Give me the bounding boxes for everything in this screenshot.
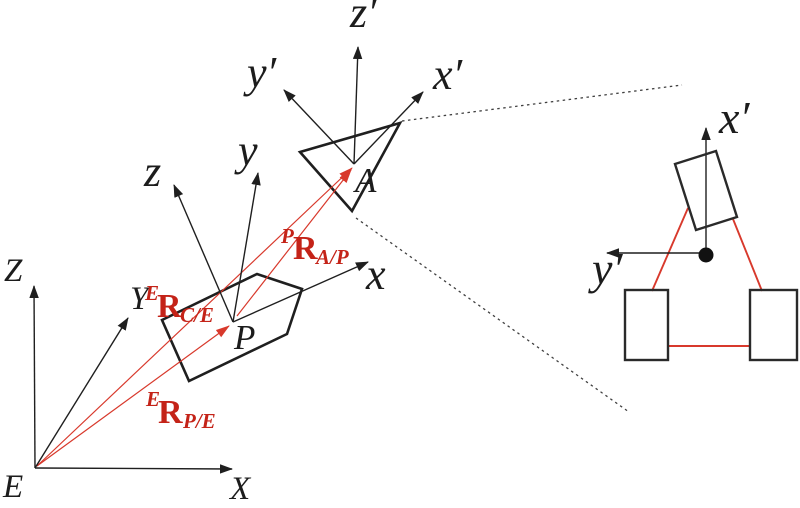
platform-y-axis — [232, 172, 261, 323]
target-x-axis — [353, 91, 424, 165]
detail-right-strut-line — [732, 218, 763, 292]
target-x-label: x′ — [432, 50, 464, 99]
vector-target-from-platform-symbol: R — [293, 230, 318, 267]
detail-front-wheel — [673, 149, 739, 232]
detail-y-label: y′ — [588, 243, 623, 294]
platform-z-label: z — [143, 147, 161, 196]
earth-y-label: Y — [130, 281, 152, 317]
platform-origin-label: P — [233, 318, 255, 357]
vector-platform-from-earth-symbol: R — [158, 394, 183, 431]
callout-dashed-lower-line — [355, 217, 630, 413]
target-origin-label: A — [353, 161, 377, 200]
vector-platform-from-earth-line — [36, 325, 230, 467]
detail-left-strut-line — [651, 207, 689, 292]
platform-x-axis — [232, 261, 369, 323]
vector-camera-from-earth-superscript: E — [144, 281, 159, 305]
detail-left-wheel — [623, 288, 670, 362]
detail-right-wheel — [748, 288, 799, 362]
vector-camera-from-earth-line — [36, 167, 353, 467]
platform-body-pentagon — [160, 272, 304, 383]
earth-z-axis — [29, 285, 39, 469]
vector-camera-from-earth-subscript: C/E — [180, 303, 214, 327]
platform-y-label: y — [234, 126, 258, 175]
earth-y-axis — [34, 317, 129, 469]
vector-camera-from-earth-symbol: R — [157, 288, 182, 325]
vector-target-from-platform-line — [236, 169, 352, 317]
earth-origin-label: E — [2, 469, 23, 505]
vector-target-from-platform-superscript: P — [280, 224, 294, 248]
earth-x-label: X — [228, 471, 252, 507]
target-z-label: z′ — [349, 0, 378, 37]
detail-camera-dot — [698, 247, 714, 263]
target-z-axis — [352, 46, 363, 165]
target-y-axis — [283, 89, 355, 165]
platform-x-label: x — [365, 250, 386, 299]
vector-platform-from-earth-superscript: E — [145, 387, 160, 411]
callout-dashed-upper-line — [401, 84, 683, 122]
earth-z-label: Z — [4, 253, 23, 289]
vector-target-from-platform-subscript: A/P — [314, 245, 349, 269]
detail-x-label: x′ — [718, 92, 750, 143]
vector-platform-from-earth-subscript: P/E — [182, 409, 216, 433]
platform-z-axis — [173, 184, 234, 323]
target-y-label: y′ — [243, 48, 278, 97]
earth-x-axis — [34, 464, 233, 474]
target-body-triangle — [297, 120, 403, 214]
